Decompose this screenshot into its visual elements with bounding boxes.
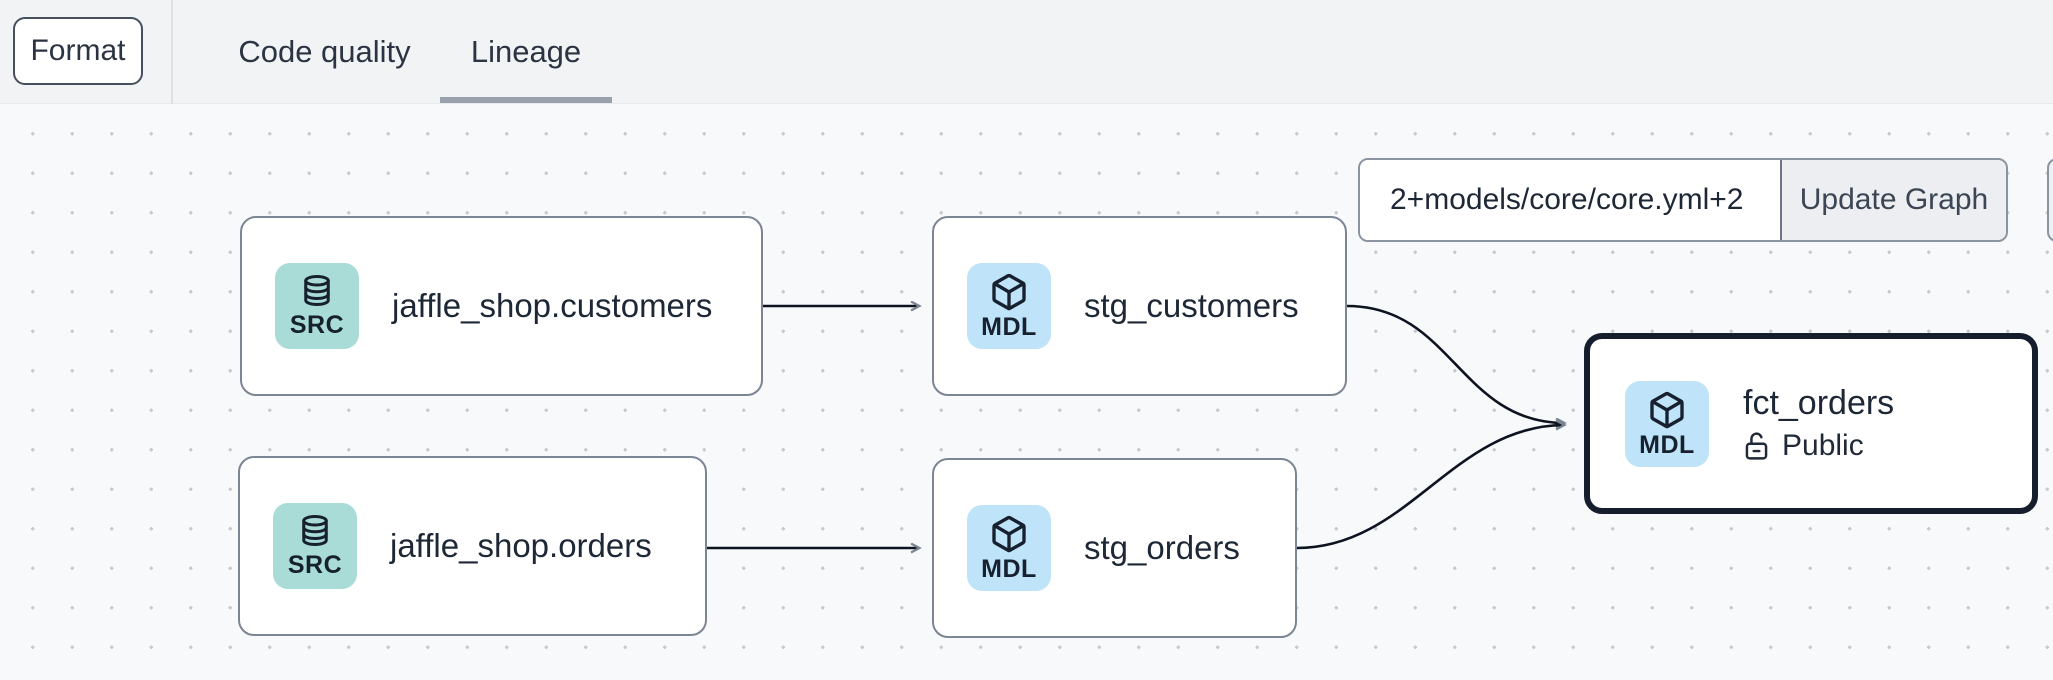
unlock-icon xyxy=(1745,432,1768,460)
badge-label: MDL xyxy=(981,555,1037,583)
node-stg-customers[interactable]: MDL stg_customers xyxy=(932,216,1347,396)
active-tab-indicator xyxy=(440,97,612,103)
badge-label: MDL xyxy=(1639,430,1695,459)
badge-label: MDL xyxy=(981,313,1037,341)
tab-lineage[interactable]: Lineage xyxy=(470,34,582,69)
format-button[interactable]: Format xyxy=(13,17,143,85)
model-badge: MDL xyxy=(1625,380,1709,467)
node-fct-orders[interactable]: MDL fct_orders Public xyxy=(1584,333,2038,514)
node-label: fct_orders xyxy=(1743,384,1895,422)
node-jaffle-shop-customers[interactable]: SRC jaffle_shop.customers xyxy=(240,216,763,396)
node-label: stg_customers xyxy=(1084,287,1299,324)
tab-code-quality[interactable]: Code quality xyxy=(238,34,411,69)
source-badge: SRC xyxy=(273,503,357,589)
toolbar-divider xyxy=(171,0,173,104)
access-row: Public xyxy=(1743,429,1894,463)
selector-input[interactable] xyxy=(1360,160,1780,240)
update-graph-button[interactable]: Update Graph xyxy=(1782,160,2006,240)
lineage-selector-group: Update Graph xyxy=(1358,158,2008,242)
node-label: jaffle_shop.orders xyxy=(390,527,652,564)
node-label: stg_orders xyxy=(1084,529,1240,566)
editor-toolbar: Format Code quality Lineage xyxy=(0,0,2053,104)
source-badge: SRC xyxy=(275,263,359,349)
cube-icon xyxy=(992,273,1026,311)
selector-divider xyxy=(1780,160,1782,240)
database-icon xyxy=(304,275,330,306)
node-label: jaffle_shop.customers xyxy=(392,287,713,324)
database-icon xyxy=(302,515,328,546)
cube-icon xyxy=(992,515,1026,553)
node-stg-orders[interactable]: MDL stg_orders xyxy=(932,458,1297,638)
access-label: Public xyxy=(1782,429,1864,462)
model-badge: MDL xyxy=(967,263,1051,349)
badge-label: SRC xyxy=(289,311,345,339)
cube-icon xyxy=(1650,391,1684,428)
model-badge: MDL xyxy=(967,505,1051,591)
node-jaffle-shop-orders[interactable]: SRC jaffle_shop.orders xyxy=(238,456,707,636)
clipped-right-control[interactable] xyxy=(2047,158,2053,242)
badge-label: SRC xyxy=(287,551,343,579)
